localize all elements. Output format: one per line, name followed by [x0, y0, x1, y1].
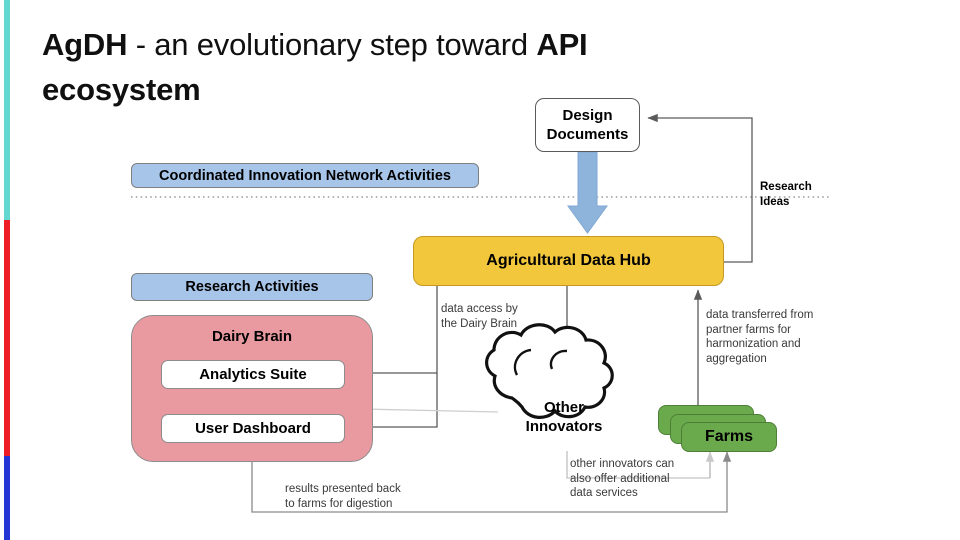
- title-middle: - an evolutionary step toward: [127, 27, 537, 62]
- accent-stripe-blue: [4, 456, 10, 540]
- arrow-innovators-to-dashboard: [361, 405, 499, 414]
- dairy-brain-title: Dairy Brain: [211, 328, 293, 345]
- arrow-design-to-hub: [567, 151, 608, 234]
- band-research-activities[interactable]: Research Activities: [131, 273, 373, 301]
- title-lead: AgDH: [42, 27, 128, 62]
- title-bold-tail: API: [536, 27, 588, 62]
- node-farms[interactable]: Farms: [681, 422, 777, 452]
- accent-stripe-red: [4, 220, 10, 456]
- annotation-other-innovators-note: other innovators can also offer addition…: [570, 458, 675, 499]
- accent-stripe-cyan: [4, 0, 10, 220]
- annotation-data-access: data access by the Dairy Brain: [441, 303, 518, 330]
- band-coordinated-innovation[interactable]: Coordinated Innovation Network Activitie…: [131, 163, 479, 188]
- node-dairy-brain[interactable]: Dairy Brain Analytics Suite User Dashboa…: [131, 315, 373, 462]
- node-agricultural-data-hub[interactable]: Agricultural Data Hub: [413, 236, 724, 286]
- band-research-label: Research Activities: [185, 279, 319, 295]
- band-coordinated-label: Coordinated Innovation Network Activitie…: [159, 167, 451, 184]
- page-title: AgDH - an evolutionary step toward API e…: [42, 22, 802, 112]
- node-other-innovators[interactable]: Other Innovators: [500, 398, 628, 436]
- annotation-data-transferred: data transferred from partner farms for …: [706, 309, 814, 365]
- node-design-documents[interactable]: Design Documents: [535, 98, 640, 152]
- other-innovators-label: Other Innovators: [525, 399, 603, 435]
- title-line2: ecosystem: [42, 72, 201, 107]
- annotation-results-back: results presented back to farms for dige…: [285, 483, 401, 510]
- annotation-research-ideas: Research Ideas: [760, 181, 812, 208]
- node-user-dashboard[interactable]: User Dashboard: [161, 414, 345, 443]
- node-analytics-suite[interactable]: Analytics Suite: [161, 360, 345, 389]
